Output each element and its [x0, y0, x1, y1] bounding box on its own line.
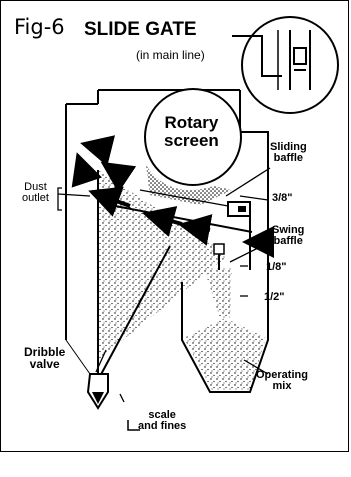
label-rotary-screen: Rotary screen: [164, 114, 219, 151]
label-dribble-valve-line2: valve: [24, 358, 65, 370]
figure-number: Fig-6: [14, 17, 65, 38]
label-gap-1-2: 1/2": [264, 292, 285, 303]
label-rotary-screen-line1: Rotary: [164, 114, 219, 132]
label-gap-3-8: 3/8": [272, 193, 293, 204]
label-gap-1-8: 1/8": [266, 262, 287, 273]
label-sliding-baffle: Sliding baffle: [270, 142, 307, 164]
label-rotary-screen-line2: screen: [164, 132, 219, 150]
dribble-valve: [88, 374, 108, 408]
inset-detail-circle: [242, 17, 338, 113]
label-swing-baffle: Swing baffle: [272, 225, 304, 247]
figure-subtitle: (in main line): [136, 49, 205, 61]
label-operating-mix-line2: mix: [256, 381, 308, 392]
figure-title: SLIDE GATE: [84, 20, 197, 39]
label-dribble-valve: Dribble valve: [24, 346, 65, 370]
label-dust-outlet-line2: outlet: [22, 193, 49, 204]
label-swing-baffle-line2: baffle: [272, 236, 304, 247]
label-scale-fines-line2: and fines: [138, 421, 186, 432]
label-operating-mix: Operating mix: [256, 370, 308, 392]
label-sliding-baffle-line2: baffle: [270, 153, 307, 164]
label-scale-fines: scale and fines: [138, 410, 186, 432]
label-dust-outlet: Dust outlet: [22, 182, 49, 204]
